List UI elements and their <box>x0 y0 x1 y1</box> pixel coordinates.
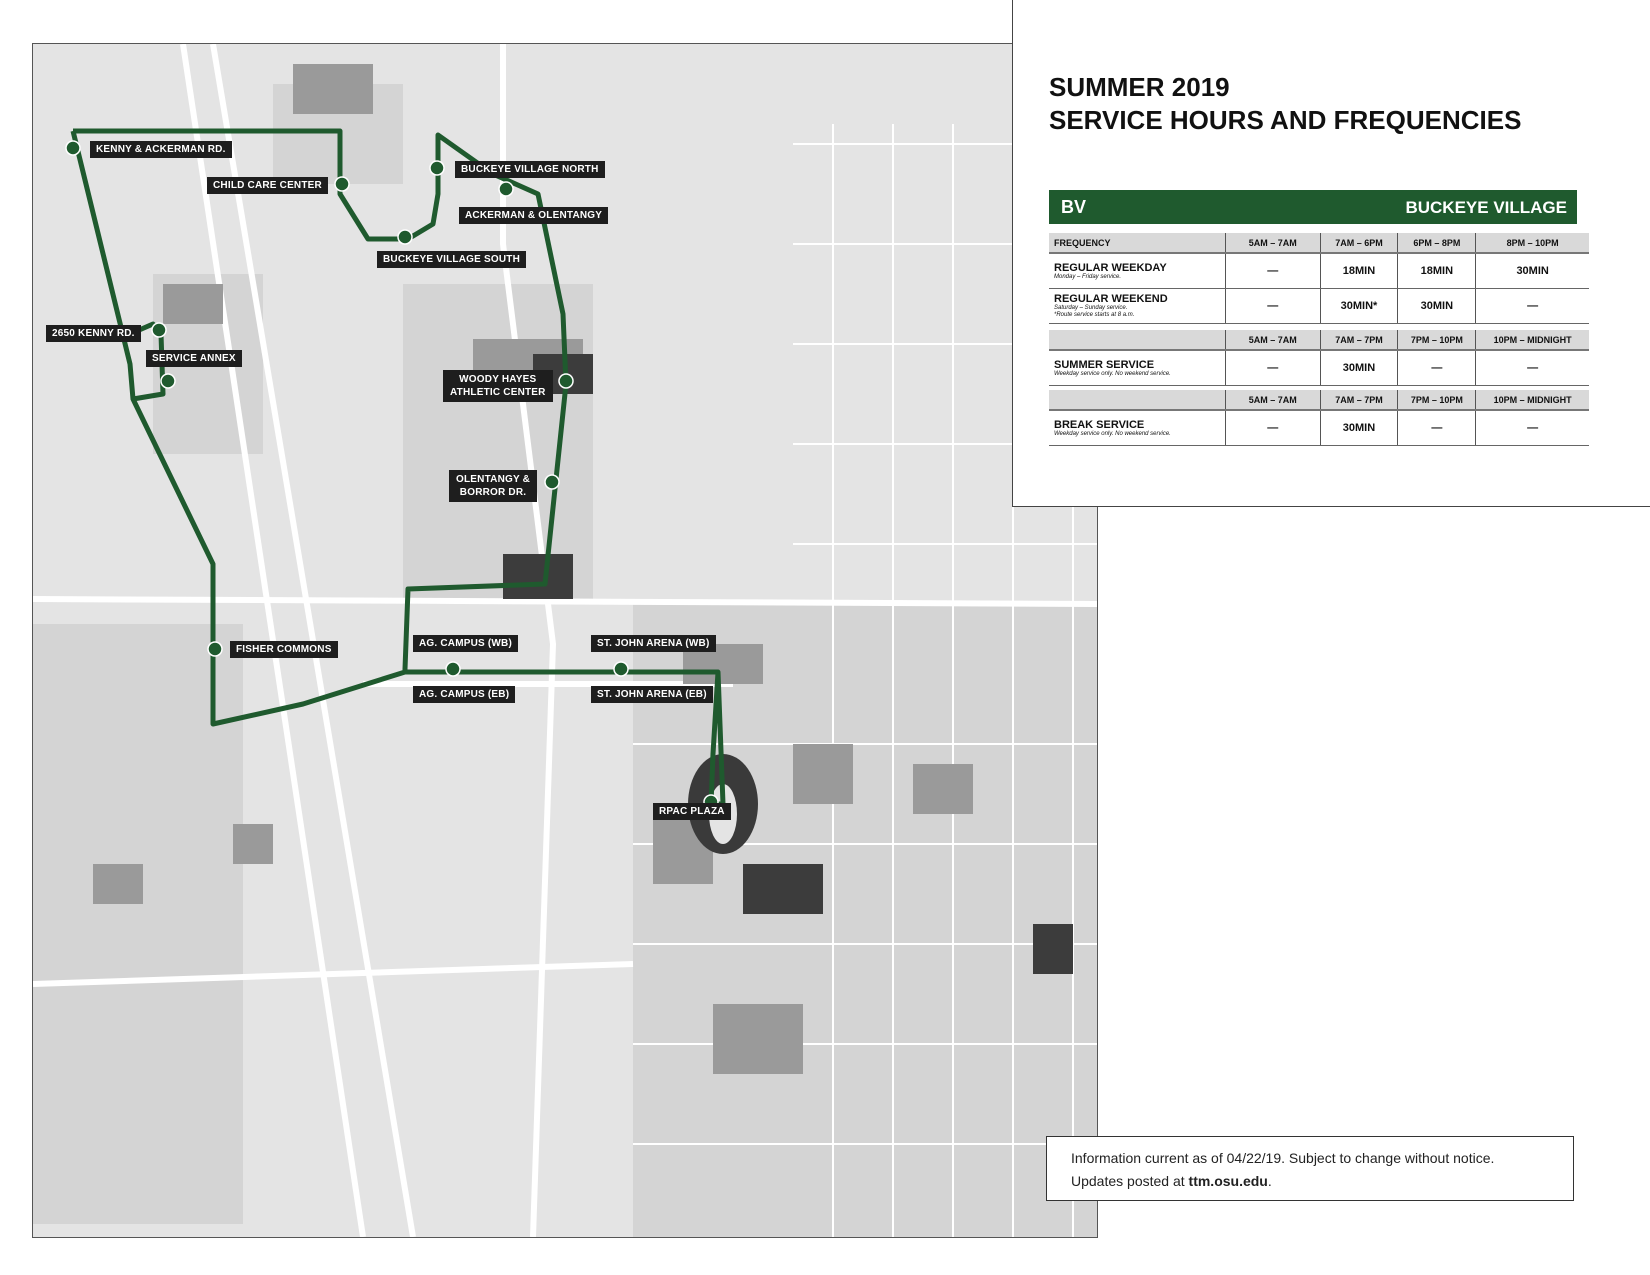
table-cell: — <box>1475 288 1589 324</box>
table-row: SUMMER SERVICE Weekday service only. No … <box>1049 350 1589 386</box>
row-name: BREAK SERVICE <box>1054 418 1145 431</box>
notice-line1: Information current as of 04/22/19. Subj… <box>1071 1150 1495 1166</box>
stop-label-child-care: CHILD CARE CENTER <box>207 177 328 194</box>
stop-label-service-annex: SERVICE ANNEX <box>146 350 242 367</box>
info-notice: Information current as of 04/22/19. Subj… <box>1046 1136 1574 1201</box>
row-note: Saturday – Sunday service. <box>1054 305 1128 311</box>
frequency-table-regular: FREQUENCY 5AM – 7AM 7AM – 6PM 6PM – 8PM … <box>1049 233 1589 324</box>
notice-line2: Updates posted at ttm.osu.edu. <box>1071 1173 1272 1189</box>
row-note: Weekday service only. No weekend service… <box>1054 430 1171 437</box>
table-header-cell: 6PM – 8PM <box>1397 233 1476 254</box>
table-header-cell: FREQUENCY <box>1049 233 1226 254</box>
table-cell: 30MIN <box>1475 253 1589 289</box>
table-cell: 30MIN <box>1319 410 1398 446</box>
stop-label-bv-south: BUCKEYE VILLAGE SOUTH <box>377 251 526 268</box>
stop-label-st-john-eb: ST. JOHN ARENA (EB) <box>591 686 713 703</box>
panel-title-line2: SERVICE HOURS AND FREQUENCIES <box>1049 105 1522 135</box>
table-header-cell: 7AM – 7PM <box>1319 330 1398 351</box>
frequency-table-summer: 5AM – 7AM 7AM – 7PM 7PM – 10PM 10PM – MI… <box>1049 330 1589 386</box>
table-header-cell: 5AM – 7AM <box>1225 233 1321 254</box>
table-cell: 30MIN <box>1397 288 1476 324</box>
stop-label-fisher-commons: FISHER COMMONS <box>230 641 338 658</box>
stop-label-kenny-ackerman: KENNY & ACKERMAN RD. <box>90 141 232 158</box>
table-header-cell: 10PM – MIDNIGHT <box>1475 330 1589 351</box>
stop-label-woody-hayes: WOODY HAYES ATHLETIC CENTER <box>443 370 553 402</box>
table-header-cell <box>1049 390 1226 411</box>
route-map: KENNY & ACKERMAN RD. CHILD CARE CENTER B… <box>32 43 1098 1238</box>
table-cell: 30MIN* <box>1319 288 1398 324</box>
table-cell: — <box>1475 350 1589 386</box>
stop-label-st-john-wb: ST. JOHN ARENA (WB) <box>591 635 716 652</box>
table-cell: 18MIN <box>1397 253 1476 289</box>
table-header-row: FREQUENCY 5AM – 7AM 7AM – 6PM 6PM – 8PM … <box>1049 233 1589 254</box>
row-note: Weekday service only. No weekend service… <box>1054 370 1171 377</box>
row-label-cell: REGULAR WEEKDAY Monday – Friday service. <box>1049 253 1226 289</box>
table-cell: — <box>1397 410 1476 446</box>
stop-label-2650-kenny: 2650 KENNY RD. <box>46 325 141 342</box>
table-header-cell: 5AM – 7AM <box>1225 330 1321 351</box>
table-header-cell: 10PM – MIDNIGHT <box>1475 390 1589 411</box>
route-band: BV BUCKEYE VILLAGE <box>1049 190 1577 224</box>
table-header-row: 5AM – 7AM 7AM – 7PM 7PM – 10PM 10PM – MI… <box>1049 330 1589 351</box>
notice-prefix: Updates posted at <box>1071 1173 1189 1189</box>
row-name: SUMMER SERVICE <box>1054 358 1155 371</box>
stop-label-ackerman-olentangy: ACKERMAN & OLENTANGY <box>459 207 609 224</box>
table-cell: — <box>1397 350 1476 386</box>
table-row: REGULAR WEEKDAY Monday – Friday service.… <box>1049 253 1589 289</box>
table-header-cell: 7PM – 10PM <box>1397 330 1476 351</box>
table-header-cell: 5AM – 7AM <box>1225 390 1321 411</box>
table-header-row: 5AM – 7AM 7AM – 7PM 7PM – 10PM 10PM – MI… <box>1049 390 1589 411</box>
notice-suffix: . <box>1267 1173 1272 1189</box>
stop-label-line: OLENTANGY & <box>456 474 531 485</box>
table-header-cell <box>1049 330 1226 351</box>
table-header-cell: 7AM – 6PM <box>1319 233 1398 254</box>
table-header-cell: 7AM – 7PM <box>1319 390 1398 411</box>
panel-title-line1: SUMMER 2019 <box>1049 72 1230 102</box>
row-label-cell: BREAK SERVICE Weekday service only. No w… <box>1049 410 1226 446</box>
table-header-cell: 8PM – 10PM <box>1475 233 1589 254</box>
row-label-cell: SUMMER SERVICE Weekday service only. No … <box>1049 350 1226 386</box>
table-cell: 18MIN <box>1319 253 1398 289</box>
website-link[interactable]: ttm.osu.edu <box>1188 1173 1268 1189</box>
table-cell: — <box>1475 410 1589 446</box>
land-blocks <box>33 84 1097 1237</box>
table-cell: — <box>1225 350 1321 386</box>
row-note: *Route service starts at 8 a.m. <box>1054 312 1135 318</box>
table-cell: — <box>1225 288 1321 324</box>
table-row: BREAK SERVICE Weekday service only. No w… <box>1049 410 1589 446</box>
row-note: Monday – Friday service. <box>1054 273 1122 280</box>
table-row: REGULAR WEEKEND Saturday – Sunday servic… <box>1049 288 1589 324</box>
route-code: BV <box>1061 197 1087 217</box>
table-cell: 30MIN <box>1319 350 1398 386</box>
roads <box>33 44 1097 1237</box>
table-header-cell: 7PM – 10PM <box>1397 390 1476 411</box>
stop-label-ag-campus-eb: AG. CAMPUS (EB) <box>413 686 516 703</box>
street-grid <box>633 124 1097 1237</box>
row-name: REGULAR WEEKEND <box>1054 293 1168 305</box>
stop-label-line: ATHLETIC CENTER <box>450 387 546 398</box>
row-label-cell: REGULAR WEEKEND Saturday – Sunday servic… <box>1049 288 1226 324</box>
route-line <box>70 128 726 807</box>
frequency-table-break: 5AM – 7AM 7AM – 7PM 7PM – 10PM 10PM – MI… <box>1049 390 1589 446</box>
stop-label-ag-campus-wb: AG. CAMPUS (WB) <box>413 635 518 652</box>
stop-label-bv-north: BUCKEYE VILLAGE NORTH <box>455 161 605 178</box>
row-name: REGULAR WEEKDAY <box>1054 261 1167 274</box>
route-name: BUCKEYE VILLAGE <box>1405 198 1567 217</box>
table-cell: — <box>1225 253 1321 289</box>
stop-label-olentangy-borror: OLENTANGY & BORROR DR. <box>449 470 538 502</box>
table-cell: — <box>1225 410 1321 446</box>
schedule-panel: SUMMER 2019 SERVICE HOURS AND FREQUENCIE… <box>1012 0 1650 507</box>
stop-label-line: WOODY HAYES <box>459 374 537 385</box>
stop-label-line: BORROR DR. <box>459 487 527 498</box>
stop-label-rpac: RPAC PLAZA <box>653 803 731 820</box>
